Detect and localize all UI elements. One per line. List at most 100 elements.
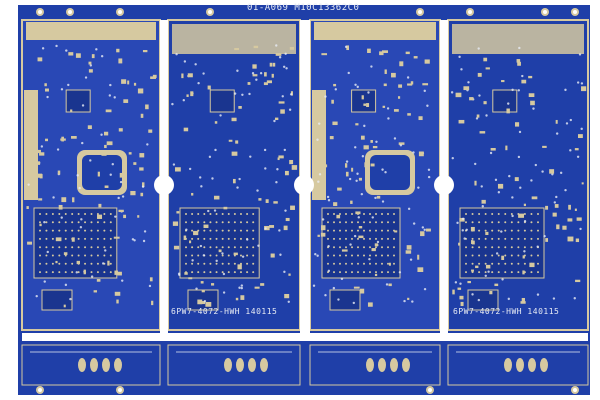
smd-pad — [71, 136, 77, 139]
smd-pad — [523, 203, 526, 207]
via — [326, 195, 330, 199]
via — [316, 254, 319, 257]
smd-pad — [460, 301, 464, 307]
bga-ball — [491, 221, 494, 224]
bga-ball — [96, 254, 99, 257]
bga-ball — [381, 254, 383, 257]
smd-pad — [207, 85, 211, 90]
bga-ball — [381, 237, 383, 240]
via — [111, 162, 114, 166]
bga-ball — [84, 221, 87, 224]
bga-ball — [333, 213, 335, 215]
via — [148, 284, 152, 288]
smd-pad — [331, 99, 334, 104]
bga-ball — [363, 254, 365, 257]
bga-ball — [484, 254, 487, 257]
bga-ball — [209, 262, 212, 265]
bga-ball — [351, 221, 353, 224]
bga-ball — [252, 221, 255, 224]
smd-pad — [522, 255, 525, 259]
smd-pad — [114, 291, 121, 296]
bga-ball — [191, 246, 194, 249]
smd-pad — [121, 79, 127, 84]
bga-ball — [393, 262, 395, 265]
via — [375, 140, 378, 143]
smd-pad — [187, 73, 193, 78]
bga-ball — [327, 254, 329, 257]
smd-pad — [44, 83, 47, 87]
via — [565, 122, 569, 125]
smd-pad — [63, 252, 68, 255]
bga-ball — [381, 246, 383, 249]
via — [417, 186, 420, 189]
bga-ball — [491, 254, 494, 257]
bga-ball — [530, 237, 533, 240]
via — [517, 155, 521, 159]
bga-ball — [530, 254, 533, 257]
via — [507, 297, 510, 301]
via — [564, 88, 567, 92]
smd-pad — [470, 226, 475, 232]
bga-ball — [484, 237, 487, 240]
via — [385, 283, 389, 286]
bga-ball — [333, 262, 335, 265]
smd-pad — [581, 182, 584, 185]
smd-pad — [105, 109, 112, 113]
smd-pad — [269, 62, 273, 67]
smd-pad — [370, 139, 373, 143]
bga-ball — [227, 237, 230, 240]
smd-pad — [37, 161, 41, 165]
bga-ball — [375, 246, 377, 249]
tooling-hole — [68, 10, 72, 14]
bga-ball — [239, 213, 242, 215]
bga-ball — [203, 237, 206, 240]
lower-strip — [167, 344, 301, 386]
bga-ball — [530, 229, 533, 232]
bga-ball — [465, 254, 467, 257]
notch — [434, 175, 454, 195]
bga-ball — [387, 213, 389, 215]
bga-ball — [510, 246, 513, 249]
bga-ball — [369, 229, 371, 232]
smd-pad — [253, 45, 259, 49]
via — [370, 65, 373, 68]
bga-ball — [239, 262, 242, 265]
bga-ball — [478, 221, 481, 224]
smd-pad — [542, 145, 547, 148]
tooling-hole — [543, 10, 547, 14]
smd-pad — [203, 224, 209, 229]
bga-ball — [375, 221, 377, 224]
bga-ball — [517, 254, 520, 257]
bga-ball — [497, 237, 500, 240]
bga-ball — [478, 237, 481, 240]
bga-ball — [77, 246, 80, 249]
bga-ball — [185, 254, 187, 257]
tooling-hole — [573, 388, 577, 392]
smd-pad — [145, 104, 149, 110]
via — [321, 218, 325, 221]
via — [249, 155, 252, 158]
smd-pad — [475, 265, 479, 269]
via — [246, 238, 249, 241]
bga-ball — [185, 213, 187, 215]
bga-ball — [465, 246, 467, 249]
smd-pad — [117, 271, 122, 276]
bga-ball — [510, 213, 513, 215]
via — [555, 132, 559, 135]
via — [263, 148, 267, 152]
bga-ball — [510, 271, 513, 274]
via — [393, 137, 397, 140]
smd-pad — [186, 94, 189, 97]
bga-ball — [209, 237, 212, 240]
smd-pad — [142, 50, 148, 53]
shield-cavity — [82, 155, 122, 190]
bga-ball — [504, 221, 507, 224]
smd-pad — [275, 53, 282, 56]
bga-ball — [363, 237, 365, 240]
smd-pad — [528, 75, 533, 79]
via — [257, 244, 260, 247]
bga-ball — [357, 221, 359, 224]
bga-ball — [64, 237, 67, 240]
via — [142, 239, 146, 243]
smd-pad — [410, 81, 414, 85]
